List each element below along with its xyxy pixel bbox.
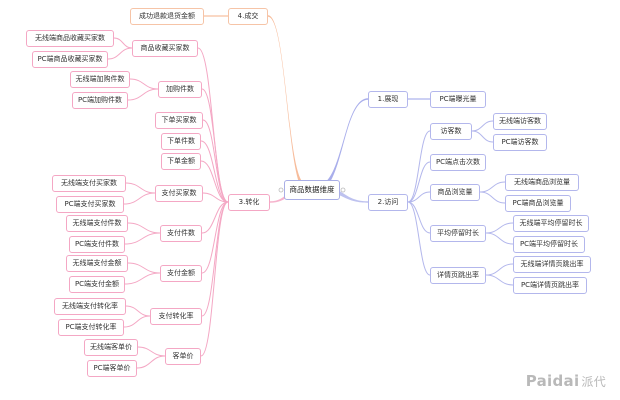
branch-visit[interactable]: 2.访问 [368, 193, 408, 211]
connector-convert-5-0 [125, 182, 156, 194]
connector-convert-7 [201, 201, 229, 274]
connector-visit-1 [407, 161, 431, 203]
connector-convert-1-0 [129, 78, 159, 90]
node-convert-7-0[interactable]: 无线端支付金额 [66, 254, 128, 272]
node-visit-0[interactable]: 访客数 [430, 122, 472, 140]
node-convert-3[interactable]: 下单件数 [161, 132, 201, 150]
connector-visit-4-1 [485, 274, 514, 286]
node-visit-2-1[interactable]: PC端商品浏览量 [505, 194, 571, 212]
node-convert-5[interactable]: 支付买家数 [155, 184, 203, 202]
node-convert-5-1[interactable]: PC端支付买家数 [56, 195, 124, 213]
node-convert-1-0[interactable]: 无线端加购件数 [70, 70, 130, 88]
collapse-toggle-icon[interactable] [278, 187, 284, 193]
node-convert-6-1[interactable]: PC端支付件数 [69, 235, 125, 253]
connector-convert-4 [200, 160, 229, 203]
node-visit-4-1[interactable]: PC端详情页跳出率 [513, 276, 587, 294]
node-visit-0-1[interactable]: PC端访客数 [493, 133, 547, 151]
connector-visit-2-1 [479, 191, 506, 204]
root-node[interactable]: 商品数据维度 [284, 180, 340, 200]
connector-visit-0-1 [471, 130, 494, 143]
connector-convert-8 [201, 201, 229, 317]
branch-connector-deal [268, 15, 306, 192]
node-convert-0-1[interactable]: PC端商品收藏买家数 [32, 50, 108, 68]
connector-convert-1 [201, 88, 229, 203]
connector-convert-5 [202, 192, 229, 203]
watermark-latin: Paidai [525, 372, 580, 390]
branch-connector-show [318, 98, 368, 191]
node-visit-2[interactable]: 商品浏览量 [430, 183, 480, 201]
node-visit-3[interactable]: 平均停留时长 [430, 224, 486, 242]
node-convert-2[interactable]: 下单买家数 [155, 111, 203, 129]
connector-visit-2 [407, 191, 431, 203]
connector-visit-4 [407, 201, 431, 276]
connector-convert-9-1 [136, 355, 166, 369]
connector-visit-0 [407, 130, 431, 203]
connector-convert-8-0 [125, 305, 151, 317]
collapse-toggle-icon[interactable] [340, 187, 346, 193]
connector-visit-3 [407, 201, 431, 234]
node-convert-7-1[interactable]: PC端支付金额 [69, 275, 125, 293]
node-deal-0[interactable]: 成功退款退货金额 [130, 7, 204, 25]
connector-convert-9 [200, 201, 229, 357]
node-convert-1-1[interactable]: PC端加购件数 [72, 91, 128, 109]
node-visit-3-0[interactable]: 无线端平均停留时长 [513, 214, 589, 232]
node-convert-1[interactable]: 加购件数 [158, 80, 202, 98]
branch-convert[interactable]: 3.转化 [228, 193, 270, 211]
node-visit-1[interactable]: PC端点击次数 [430, 153, 486, 171]
connector-convert-0-1 [107, 47, 133, 60]
node-visit-3-1[interactable]: PC端平均停留时长 [513, 235, 585, 253]
node-convert-0[interactable]: 商品收藏买家数 [132, 39, 198, 57]
node-convert-9-1[interactable]: PC端客单价 [87, 359, 137, 377]
node-convert-8-1[interactable]: PC端支付转化率 [58, 318, 124, 336]
node-convert-0-0[interactable]: 无线端商品收藏买家数 [26, 29, 114, 47]
connector-convert-1-1 [127, 88, 159, 101]
node-convert-6[interactable]: 支付件数 [160, 224, 202, 242]
connector-convert-8-1 [123, 315, 151, 328]
connector-visit-3-0 [485, 222, 514, 234]
node-visit-0-0[interactable]: 无线端访客数 [493, 112, 547, 130]
connector-visit-4-0 [485, 263, 514, 276]
node-convert-7[interactable]: 支付金额 [160, 264, 202, 282]
node-convert-8-0[interactable]: 无线端支付转化率 [54, 297, 126, 315]
node-convert-6-0[interactable]: 无线端支付件数 [66, 214, 128, 232]
connector-convert-2 [202, 119, 229, 203]
connector-convert-7-1 [124, 272, 161, 285]
connector-convert-9-0 [137, 346, 166, 357]
node-convert-9-0[interactable]: 无线端客单价 [84, 338, 138, 356]
node-convert-5-0[interactable]: 无线端支付买家数 [52, 174, 126, 192]
connector-convert-6-1 [124, 232, 161, 245]
node-visit-4-0[interactable]: 无线端详情页跳出率 [513, 255, 591, 273]
connector-visit-0-0 [471, 120, 494, 132]
branch-deal[interactable]: 4.成交 [228, 7, 268, 25]
connector-convert-5-1 [123, 192, 156, 205]
node-convert-4[interactable]: 下单金额 [161, 152, 201, 170]
connector-convert-7-0 [127, 262, 161, 274]
connector-visit-2-0 [479, 181, 506, 193]
node-convert-8[interactable]: 支付转化率 [150, 307, 202, 325]
node-show-0[interactable]: PC端曝光量 [430, 90, 486, 108]
connector-visit-3-1 [485, 232, 514, 245]
node-convert-9[interactable]: 客单价 [165, 347, 201, 365]
connector-convert-0-0 [113, 37, 133, 49]
watermark-cjk: 派代 [581, 375, 606, 389]
node-visit-2-0[interactable]: 无线端商品浏览量 [505, 173, 579, 191]
connector-convert-6-0 [127, 222, 161, 234]
node-visit-4[interactable]: 详情页跳出率 [430, 266, 486, 284]
branch-show[interactable]: 1.展现 [368, 90, 408, 108]
